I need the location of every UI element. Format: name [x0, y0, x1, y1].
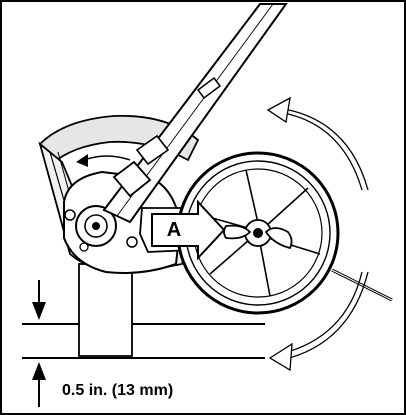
wheel-adjust-rotation-icon [266, 96, 369, 372]
measurement-label: 0.5 in. (13 mm) [62, 382, 174, 399]
drive-shaft [102, 3, 288, 224]
guard-screw [64, 209, 76, 221]
dimension-arrow-bottom-icon [32, 362, 46, 407]
blade-rotation-arrow-icon [76, 154, 131, 167]
wheel-knob [223, 224, 252, 240]
callout-pointer-arrow-icon [151, 199, 226, 261]
dimension-arrow-top-icon [32, 280, 46, 320]
shaft-collar [112, 160, 152, 198]
blade-depth-box [78, 263, 133, 357]
callout-label: A [167, 219, 181, 241]
blade-guard [38, 114, 200, 166]
